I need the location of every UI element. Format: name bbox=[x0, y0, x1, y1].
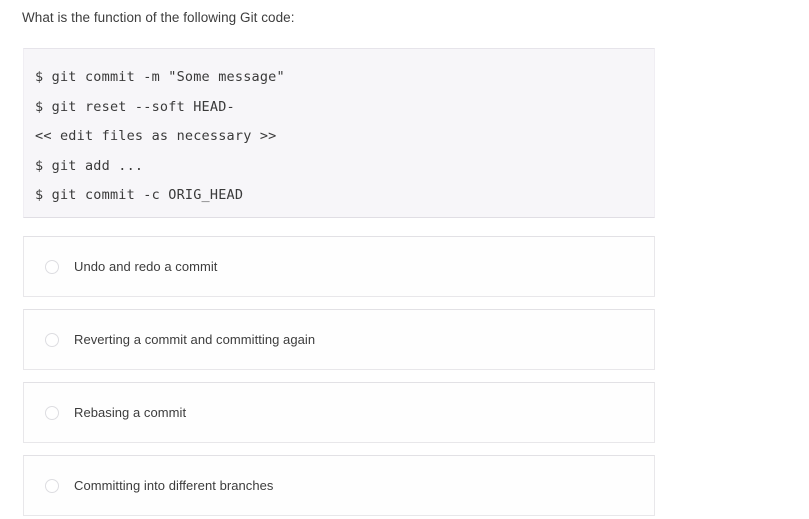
code-line-4: $ git add ... bbox=[35, 157, 144, 174]
radio-button-icon-4[interactable] bbox=[45, 478, 59, 493]
answer-option-2[interactable]: Reverting a commit and committing again bbox=[23, 309, 655, 370]
radio-button-icon-2[interactable] bbox=[45, 332, 59, 347]
code-line-5: $ git commit -c ORIG_HEAD bbox=[35, 187, 244, 203]
answer-option-label-3: Rebasing a commit bbox=[74, 405, 187, 420]
answer-option-4[interactable]: Committing into different branches bbox=[23, 455, 655, 516]
radio-button-icon-1[interactable] bbox=[45, 259, 59, 274]
radio-button-icon-3[interactable] bbox=[45, 405, 59, 420]
code-line-1: $ git commit -m "Some message" bbox=[35, 69, 285, 85]
answer-option-1[interactable]: Undo and redo a commit bbox=[23, 236, 655, 297]
answer-option-label-4: Committing into different branches bbox=[74, 478, 274, 493]
question-prompt: What is the function of the following Gi… bbox=[22, 10, 295, 25]
code-line-3: << edit files as necessary >> bbox=[35, 128, 277, 144]
code-line-2: $ git reset --soft HEAD- bbox=[35, 98, 235, 115]
code-block: $ git commit -m "Some message" $ git res… bbox=[23, 48, 655, 218]
answer-option-3[interactable]: Rebasing a commit bbox=[23, 382, 655, 443]
answer-option-label-2: Reverting a commit and committing again bbox=[74, 332, 316, 347]
answer-option-label-1: Undo and redo a commit bbox=[74, 259, 218, 274]
answer-options-list: Undo and redo a commit Reverting a commi… bbox=[23, 236, 655, 516]
